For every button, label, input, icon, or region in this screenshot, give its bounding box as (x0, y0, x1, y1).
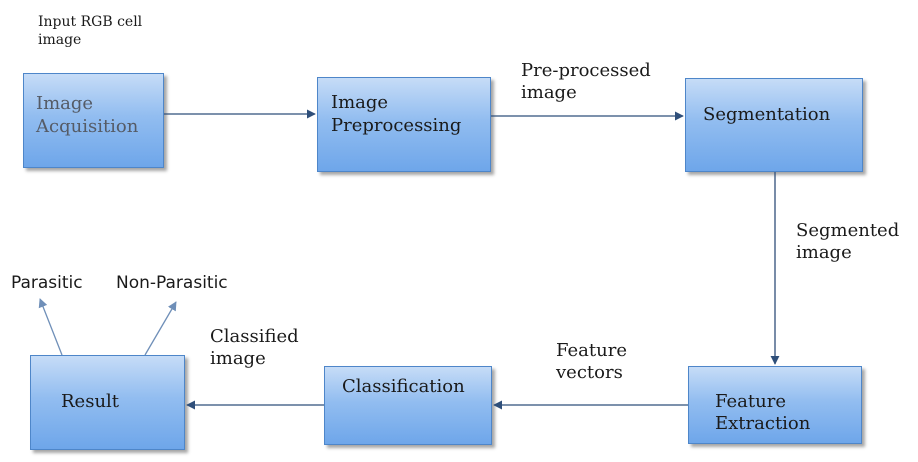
classification-box: Classification (324, 366, 492, 445)
parasitic-label: Parasitic (11, 273, 83, 293)
input-label-line1: Input RGB cell (38, 14, 143, 30)
arrow-result-to-parasitic (38, 298, 63, 356)
segmentation-label: Segmentation (703, 104, 831, 125)
classified-image-line2: image (210, 348, 266, 369)
image-acquisition-box: Image Acquisition (23, 73, 164, 168)
image-preprocessing-line1: Image (331, 92, 389, 113)
feature-extraction-line1: Feature (715, 391, 786, 412)
preprocessed-image-label: Pre-processed image (521, 60, 651, 104)
input-label: Input RGB cell image (38, 13, 142, 49)
preprocessed-image-line2: image (521, 82, 577, 103)
image-acquisition-line2: Acquisition (36, 116, 139, 137)
input-label-line2: image (38, 32, 82, 48)
image-acquisition-line1: Image (36, 93, 94, 114)
non-parasitic-label: Non-Parasitic (116, 273, 228, 293)
arrow-result-to-non-parasitic (144, 301, 177, 356)
image-preprocessing-box: Image Preprocessing (317, 77, 491, 172)
feature-vectors-label: Feature vectors (556, 340, 627, 384)
segmented-image-line2: image (796, 242, 852, 263)
result-label: Result (61, 391, 120, 412)
segmented-image-line1: Segmented (796, 220, 900, 241)
classification-label: Classification (342, 376, 465, 397)
preprocessed-image-line1: Pre-processed (521, 60, 651, 81)
classified-image-line1: Classified (210, 326, 299, 347)
feature-extraction-box: Feature Extraction (688, 366, 862, 444)
segmented-image-label: Segmented image (796, 220, 899, 264)
feature-vectors-line2: vectors (556, 362, 623, 383)
classified-image-label: Classified image (210, 326, 299, 370)
feature-vectors-line1: Feature (556, 340, 627, 361)
result-box: Result (30, 355, 185, 450)
image-preprocessing-line2: Preprocessing (331, 115, 462, 136)
feature-extraction-line2: Extraction (715, 413, 811, 434)
segmentation-box: Segmentation (685, 78, 863, 172)
